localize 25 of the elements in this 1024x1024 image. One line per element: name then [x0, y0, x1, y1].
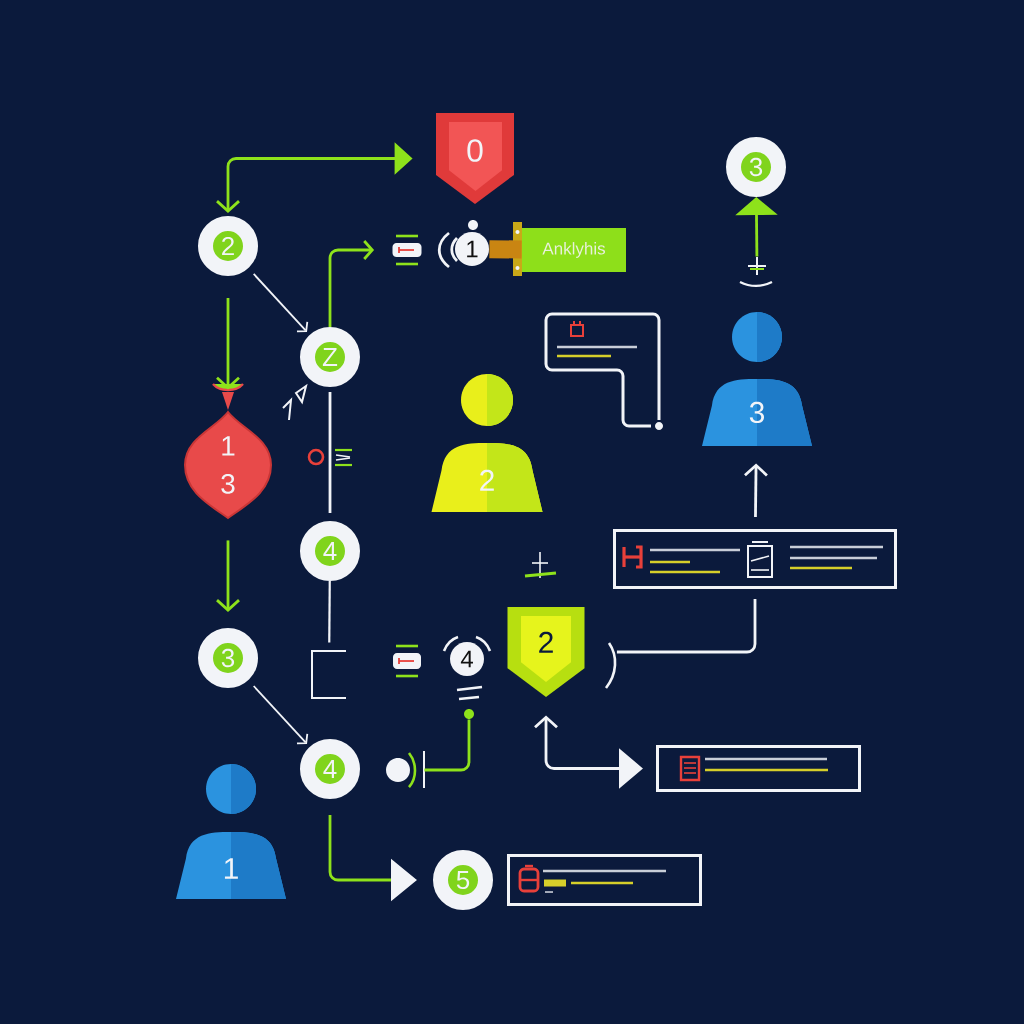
info-card [613, 529, 897, 589]
person-figure: 3 [702, 312, 812, 446]
person-figure: 1 [176, 764, 286, 899]
connector-line [328, 392, 332, 513]
arrow [252, 273, 309, 333]
arrow [216, 298, 240, 390]
arrow [744, 463, 768, 518]
arrow [216, 540, 240, 612]
bracket [311, 650, 347, 699]
teardrop-badge: 1 3 [184, 382, 272, 519]
info-card [544, 312, 663, 430]
connector-line [328, 581, 331, 643]
tag-icon [392, 234, 422, 266]
shield-badge: 2 [507, 607, 585, 697]
dot [386, 758, 410, 782]
info-card [507, 854, 702, 906]
shield-badge: 0 [436, 113, 514, 204]
banner: Anklyhis [513, 222, 626, 276]
connector-line [424, 719, 471, 772]
connector-line [616, 599, 757, 654]
arrow [252, 685, 309, 745]
info-card [656, 745, 861, 792]
sparkle-icon [747, 256, 767, 276]
person-figure: 2 [431, 374, 543, 512]
arrow [328, 240, 375, 327]
